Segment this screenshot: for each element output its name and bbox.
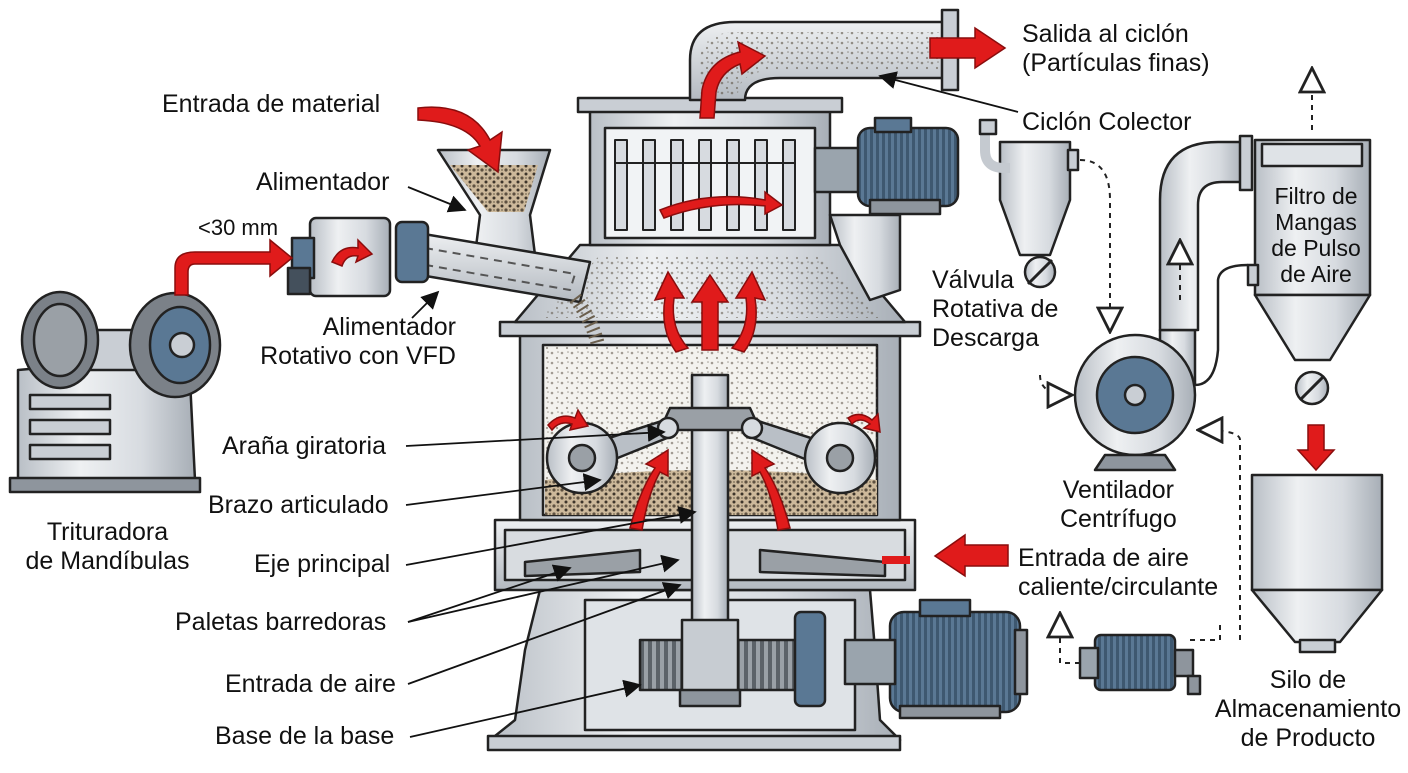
label-arana-giratoria: Araña giratoria [222,432,386,460]
label-paletas-barredoras: Paletas barredoras [175,608,387,636]
dashed-flow-lines [1039,70,1312,664]
bottom-motor-coupling [793,610,827,708]
label-line: Salida al ciclón [1022,20,1189,48]
leader-lines [405,71,1019,738]
label-size: <30 mm [198,215,279,240]
label-eje-principal: Eje principal [254,550,391,578]
label-alimentador-rotativo: Alimentador Rotativo con VFD [228,313,456,371]
classifier-motor-coupling [813,146,862,194]
label-line: Almacenamiento [1214,695,1402,723]
label-line: Mangas [1275,209,1357,235]
label-line: Alimentador [322,313,456,341]
label-brazo-articulado: Brazo articulado [208,491,389,519]
label-line: Entrada de aire [1018,544,1189,572]
label-line: Rotativa de [932,295,1059,323]
pulse-bag-filter [1246,138,1372,406]
air-heater [1078,633,1202,696]
classifier-motor [856,126,960,208]
label-entrada-aire: Entrada de aire [225,670,396,698]
jaw-crusher [8,290,222,494]
label-line: Válvula [932,266,1014,294]
label-line: Filtro de [1274,183,1358,209]
label-line: Centrífugo [1060,505,1177,533]
label-alimentador: Alimentador [256,168,390,196]
label-line: Ventilador [1062,476,1174,504]
label-line: Rotativo con VFD [260,342,456,370]
label-filtro-mangas: Filtro de Mangas de Pulso de Aire [1266,183,1366,287]
label-entrada-aire-caliente: Entrada de aire caliente/circulante [1018,544,1218,602]
label-line: de Producto [1240,724,1376,752]
cyclone-collector [978,118,1080,289]
label-line: Silo de [1269,666,1347,694]
label-line: caliente/circulante [1018,573,1219,601]
flow-arrows-red [174,26,1336,578]
label-entrada-material: Entrada de material [162,90,381,118]
centrifugal-fan [1073,328,1197,472]
label-ciclon-colector: Ciclón Colector [1022,108,1192,136]
bottom-motor [888,610,1022,714]
label-line: de Mandíbulas [25,547,190,575]
label-silo: Silo de Almacenamiento de Producto [1212,666,1404,753]
base-plate [486,734,902,752]
label-line: Descarga [932,324,1039,352]
label-valvula: Válvula Rotativa de Descarga [932,266,1058,353]
label-line: de Aire [1280,261,1352,287]
label-salida-ciclon: Salida al ciclón (Partículas finas) [1022,20,1210,78]
classifier-rotor [614,139,796,231]
label-ventilador: Ventilador Centrífugo [1060,476,1177,534]
label-line: (Partículas finas) [1022,49,1210,77]
label-line: Trituradora [46,518,169,546]
label-trituradora: Trituradora de Mandíbulas [15,518,200,576]
product-silo [1250,473,1384,654]
fan-to-filter-duct [1158,140,1247,332]
label-line: de Pulso [1271,235,1361,261]
label-base: Base de la base [215,722,395,750]
